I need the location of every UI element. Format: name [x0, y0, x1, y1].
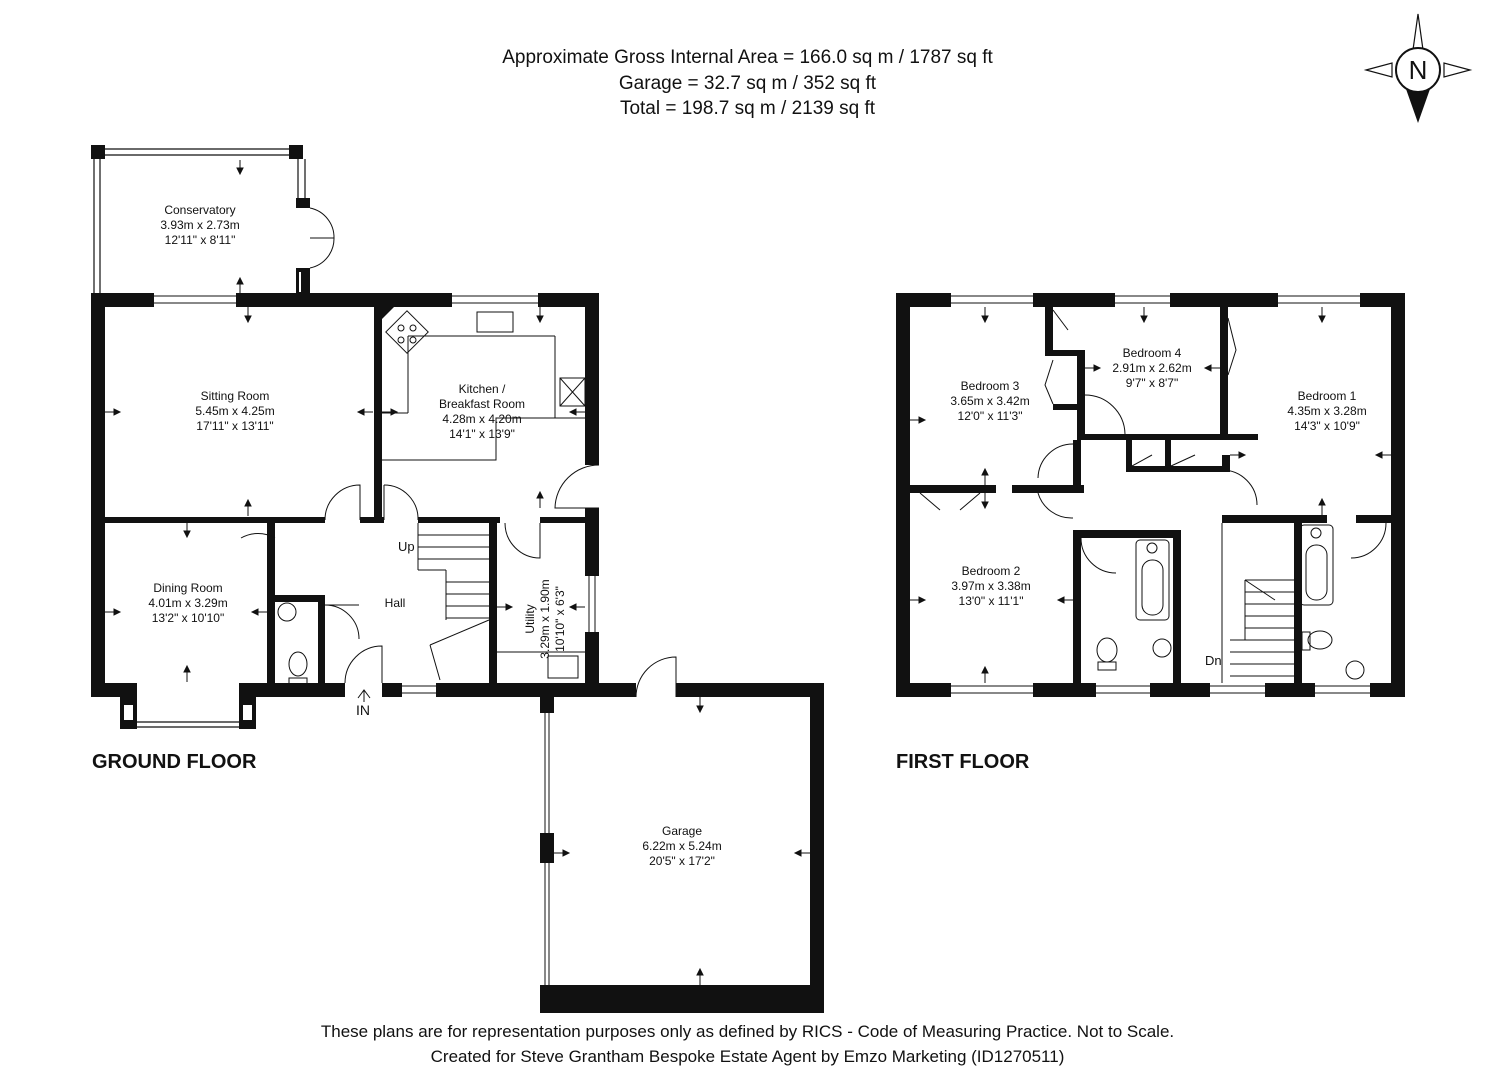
compass-north-letter: N — [1408, 55, 1428, 85]
room-metric: 4.28m x 4.20m — [442, 412, 522, 426]
room-name-2: Breakfast Room — [438, 397, 526, 411]
room-imperial: 20'5" x 17'2" — [649, 854, 715, 868]
room-label-bedroom-3: Bedroom 3 3.65m x 3.42m 12'0" x 11'3" — [925, 379, 1055, 424]
room-imperial: 9'7" x 8'7" — [1125, 376, 1179, 390]
room-label-bedroom-2: Bedroom 2 3.97m x 3.38m 13'0" x 11'1" — [926, 564, 1056, 609]
room-imperial: 14'3" x 10'9" — [1294, 419, 1360, 433]
room-metric: 2.91m x 2.62m — [1112, 361, 1192, 375]
gross-area-line: Approximate Gross Internal Area = 166.0 … — [502, 47, 993, 68]
room-label-conservatory: Conservatory 3.93m x 2.73m 12'11" x 8'11… — [130, 203, 270, 248]
room-metric: 3.93m x 2.73m — [160, 218, 240, 232]
room-imperial: 17'11" x 13'11" — [196, 419, 274, 433]
stairs-down-label: Dn — [1205, 653, 1222, 668]
room-imperial: 12'0" x 11'3" — [957, 409, 1023, 423]
room-name: Kitchen / — [458, 382, 506, 396]
room-name: Bedroom 2 — [961, 564, 1021, 578]
room-metric: 3.97m x 3.38m — [951, 579, 1031, 593]
room-metric: 6.22m x 5.24m — [642, 839, 722, 853]
room-label-kitchen: Kitchen / Breakfast Room 4.28m x 4.20m 1… — [412, 382, 552, 442]
room-metric: 4.01m x 3.29m — [148, 596, 228, 610]
room-name: Dining Room — [153, 581, 223, 595]
room-metric: 3.65m x 3.42m — [950, 394, 1030, 408]
room-label-utility: Utility 3.29m x 1.90m 10'10" x 6'3" — [523, 559, 568, 679]
entrance-label: IN — [356, 702, 370, 718]
room-imperial: 13'2" x 10'10" — [151, 611, 225, 625]
room-imperial: 10'10" x 6'3" — [553, 586, 567, 652]
ground-floor-plan — [91, 145, 824, 1013]
room-name: Conservatory — [164, 203, 236, 217]
room-name: Bedroom 1 — [1297, 389, 1357, 403]
credit-text: Created for Steve Grantham Bespoke Estat… — [430, 1047, 1065, 1066]
room-imperial: 13'0" x 11'1" — [958, 594, 1024, 608]
room-metric: 5.45m x 4.25m — [195, 404, 275, 418]
room-name: Utility — [523, 604, 537, 634]
room-imperial: 14'1" x 13'9" — [449, 427, 515, 441]
disclaimer-text: These plans are for representation purpo… — [320, 1022, 1175, 1041]
first-floor-plan — [896, 293, 1405, 697]
room-name: Garage — [661, 824, 703, 838]
room-label-bedroom-1: Bedroom 1 4.35m x 3.28m 14'3" x 10'9" — [1262, 389, 1392, 434]
first-floor-title: FIRST FLOOR — [896, 751, 1030, 773]
compass-icon — [1363, 13, 1473, 123]
room-label-garage: Garage 6.22m x 5.24m 20'5" x 17'2" — [612, 824, 752, 869]
total-area-line: Total = 198.7 sq m / 2139 sq ft — [619, 98, 876, 119]
room-metric: 4.35m x 3.28m — [1287, 404, 1367, 418]
garage-area-line: Garage = 32.7 sq m / 352 sq ft — [618, 73, 877, 94]
room-label-dining-room: Dining Room 4.01m x 3.29m 13'2" x 10'10" — [118, 581, 258, 626]
room-metric: 3.29m x 1.90m — [538, 579, 552, 659]
room-imperial: 12'11" x 8'11" — [164, 233, 236, 247]
ground-floor-title: GROUND FLOOR — [92, 751, 257, 773]
room-name: Bedroom 3 — [960, 379, 1020, 393]
room-label-sitting-room: Sitting Room 5.45m x 4.25m 17'11" x 13'1… — [165, 389, 305, 434]
room-name: Bedroom 4 — [1122, 346, 1182, 360]
stairs-up-label: Up — [398, 539, 415, 554]
room-label-hall: Hall — [384, 596, 406, 610]
room-label-bedroom-4: Bedroom 4 2.91m x 2.62m 9'7" x 8'7" — [1087, 346, 1217, 391]
room-name: Sitting Room — [200, 389, 270, 403]
